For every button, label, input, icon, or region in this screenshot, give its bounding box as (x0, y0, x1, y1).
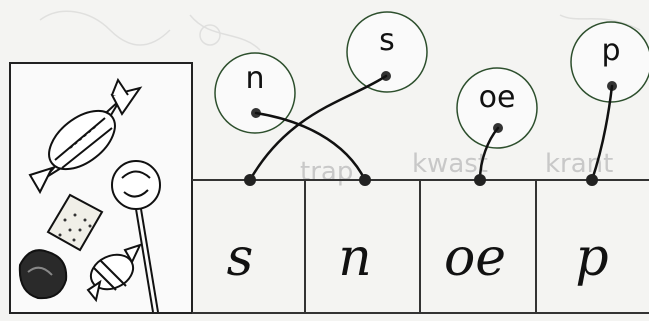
ghost-word-krant: krant (545, 149, 613, 179)
cell-oe-cursive: oe (444, 228, 506, 288)
cell-s-cursive: s (227, 228, 254, 288)
bubble-s[interactable]: s (347, 12, 427, 92)
background-doodles (40, 11, 640, 50)
bubble-p-label: p (601, 33, 620, 68)
chocolate-candy-icon (20, 250, 66, 298)
ghost-word-kwast: kwast (412, 149, 488, 179)
bubble-s-label: s (379, 23, 395, 58)
cell-n-cursive: n (338, 228, 372, 288)
ghost-word-trap: trap (300, 157, 353, 187)
bubble-n[interactable]: n (215, 53, 295, 133)
bubble-oe[interactable]: oe (457, 68, 537, 148)
bubble-n-label: n (245, 61, 264, 96)
bubble-p[interactable]: p (571, 22, 649, 102)
bubble-oe-label: oe (479, 80, 516, 115)
cell-p-cursive: p (575, 228, 608, 288)
